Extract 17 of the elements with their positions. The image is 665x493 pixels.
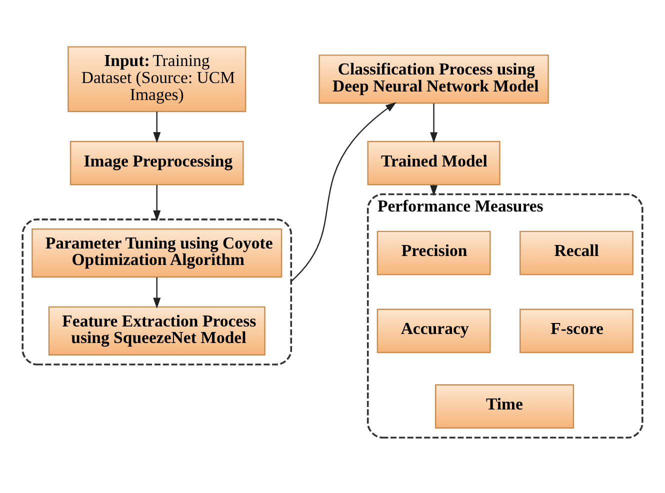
arrow: [153, 276, 161, 308]
arrow: [153, 184, 161, 221]
node-box: Precision: [376, 230, 491, 275]
arrow: [430, 184, 438, 196]
node-box: Image Preprocessing: [70, 140, 244, 185]
arrow: [290, 102, 396, 282]
node-box: Parameter Tuning using Coyote Optimization Algorithm: [32, 228, 282, 278]
node-box: Time: [435, 384, 574, 428]
node-box: Input: Training Dataset (Source: UCM Images): [68, 46, 246, 112]
arrow: [430, 103, 438, 142]
cluster: [22, 218, 292, 365]
node-box: Feature Extraction Process using SqueezeNet Model: [48, 306, 266, 355]
node-box: Classification Process using Deep Neural Network Model: [318, 54, 549, 104]
node-box: F-score: [520, 308, 634, 353]
node-box: Recall: [520, 230, 634, 275]
node-box: Accuracy: [376, 308, 491, 353]
arrow: [153, 111, 161, 142]
